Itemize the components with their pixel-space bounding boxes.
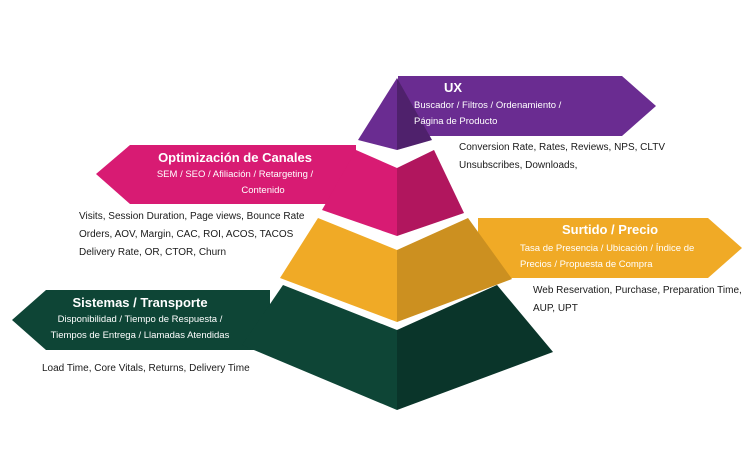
ux-metrics: Conversion Rate, Rates, Reviews, NPS, CL… — [459, 139, 665, 175]
channels-desc-line-1: SEM / SEO / Afiliación / Retargeting / — [156, 169, 314, 180]
assortment-metrics-line-1: Web Reservation, Purchase, Preparation T… — [533, 285, 742, 296]
assortment-layer-right-shade — [397, 218, 512, 322]
systems-layer-right — [397, 285, 553, 410]
channels-banner — [96, 145, 356, 204]
channels-layer-right-shade — [397, 150, 464, 236]
assortment-desc-line-1: Tasa de Presencia / Ubicación / Índice d… — [520, 243, 695, 254]
systems-desc-line-1: Disponibilidad / Tiempo de Respuesta / — [57, 314, 223, 325]
channels-label: Optimización de Canales SEM / SEO / Afil… — [130, 150, 340, 199]
assortment-title: Surtido / Precio — [561, 222, 659, 237]
ux-metrics-line-2: Unsubscribes, Downloads, — [459, 160, 578, 171]
systems-metrics-line-1: Load Time, Core Vitals, Returns, Deliver… — [42, 363, 250, 374]
assortment-layer-left — [280, 218, 397, 322]
ux-layer-right — [397, 78, 432, 150]
ux-layer-right-shade — [397, 78, 432, 150]
assortment-label: Surtido / Precio Tasa de Presencia / Ubi… — [520, 222, 720, 273]
systems-layer-right-shade — [397, 285, 553, 410]
channels-metrics-line-1: Visits, Session Duration, Page views, Bo… — [79, 211, 305, 222]
systems-layer-left — [242, 285, 397, 410]
ux-desc-line-1: Buscador / Filtros / Ordenamiento / — [414, 100, 562, 111]
channels-layer-left — [322, 150, 397, 236]
assortment-layer-right — [397, 218, 512, 322]
ux-layer-left — [358, 78, 397, 150]
ux-label: UX Buscador / Filtros / Ordenamiento / P… — [414, 80, 604, 130]
channels-metrics: Visits, Session Duration, Page views, Bo… — [79, 208, 305, 262]
ux-desc-line-2: Página de Producto — [414, 116, 498, 127]
ux-banner — [398, 76, 656, 136]
ux-title: UX — [444, 80, 463, 95]
channels-desc-line-2: Contenido — [241, 185, 285, 196]
systems-label: Sistemas / Transporte Disponibilidad / T… — [30, 295, 250, 344]
systems-title: Sistemas / Transporte — [72, 295, 208, 310]
assortment-metrics: Web Reservation, Purchase, Preparation T… — [533, 282, 742, 318]
channels-layer-right — [397, 150, 464, 236]
systems-banner — [12, 290, 270, 350]
assortment-desc-line-2: Precios / Propuesta de Compra — [520, 259, 653, 270]
assortment-metrics-line-2: AUP, UPT — [533, 303, 578, 314]
systems-desc-line-2: Tiempos de Entrega / Llamadas Atendidas — [50, 330, 230, 341]
ux-metrics-line-1: Conversion Rate, Rates, Reviews, NPS, CL… — [459, 142, 666, 153]
systems-metrics: Load Time, Core Vitals, Returns, Deliver… — [42, 360, 250, 378]
assortment-banner — [478, 218, 742, 278]
channels-metrics-line-3: Delivery Rate, OR, CTOR, Churn — [79, 247, 227, 258]
channels-title: Optimización de Canales — [158, 150, 312, 165]
channels-metrics-line-2: Orders, AOV, Margin, CAC, ROI, ACOS, TAC… — [79, 229, 294, 240]
